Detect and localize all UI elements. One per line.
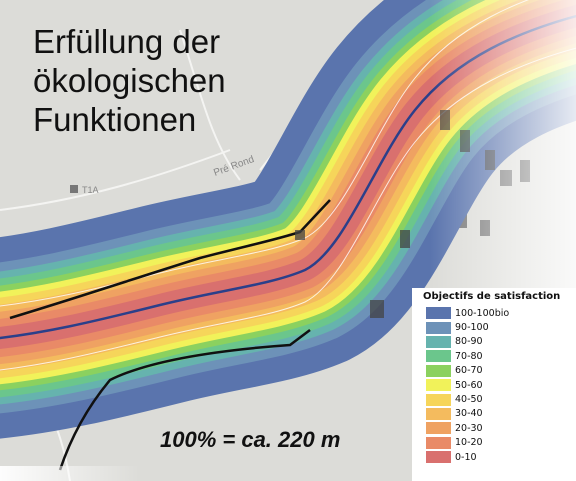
legend-swatch bbox=[426, 436, 451, 449]
legend-label: 20-30 bbox=[455, 422, 483, 434]
legend-label: 60-70 bbox=[455, 365, 483, 377]
legend: Objectifs de satisfaction 100-100bio 90-… bbox=[412, 288, 576, 481]
legend-item: 70-80 bbox=[426, 349, 576, 363]
legend-item: 100-100bio bbox=[426, 306, 576, 320]
legend-title: Objectifs de satisfaction bbox=[423, 291, 561, 302]
legend-item: 20-30 bbox=[426, 421, 576, 435]
legend-label: 0-10 bbox=[455, 451, 477, 463]
legend-label: 40-50 bbox=[455, 394, 483, 406]
legend-label: 70-80 bbox=[455, 350, 483, 362]
project-outline bbox=[9, 199, 331, 471]
scale-note: 100% = ca. 220 m bbox=[160, 427, 341, 452]
legend-label: 100-100bio bbox=[455, 307, 510, 319]
legend-item: 80-90 bbox=[426, 335, 576, 349]
legend-swatch bbox=[426, 321, 451, 334]
legend-swatch bbox=[426, 335, 451, 348]
title-line-3: Funktionen bbox=[33, 101, 197, 138]
legend-label: 30-40 bbox=[455, 408, 483, 420]
map-title: Erfüllung der ökologischen Funktionen bbox=[33, 22, 226, 139]
legend-item: 10-20 bbox=[426, 436, 576, 450]
legend-swatch bbox=[426, 422, 451, 435]
legend-item: 40-50 bbox=[426, 392, 576, 406]
legend-swatch bbox=[426, 393, 451, 406]
legend-label: 80-90 bbox=[455, 336, 483, 348]
legend-label: 50-60 bbox=[455, 379, 483, 391]
legend-items: 100-100bio 90-100 80-90 70-80 60-70 50-6… bbox=[426, 306, 576, 464]
legend-item: 90-100 bbox=[426, 320, 576, 334]
title-line-1: Erfüllung der bbox=[33, 23, 221, 60]
legend-item: 50-60 bbox=[426, 378, 576, 392]
legend-swatch bbox=[426, 379, 451, 392]
map-label-t1a: T1A bbox=[82, 185, 99, 195]
legend-swatch bbox=[426, 451, 451, 464]
legend-swatch bbox=[426, 364, 451, 377]
title-line-2: ökologischen bbox=[33, 62, 226, 99]
legend-item: 0-10 bbox=[426, 450, 576, 464]
legend-swatch bbox=[426, 307, 451, 320]
legend-item: 60-70 bbox=[426, 364, 576, 378]
legend-label: 10-20 bbox=[455, 437, 483, 449]
legend-item: 30-40 bbox=[426, 407, 576, 421]
bottom-fade bbox=[0, 466, 140, 481]
legend-swatch bbox=[426, 350, 451, 363]
legend-label: 90-100 bbox=[455, 322, 489, 334]
legend-swatch bbox=[426, 407, 451, 420]
